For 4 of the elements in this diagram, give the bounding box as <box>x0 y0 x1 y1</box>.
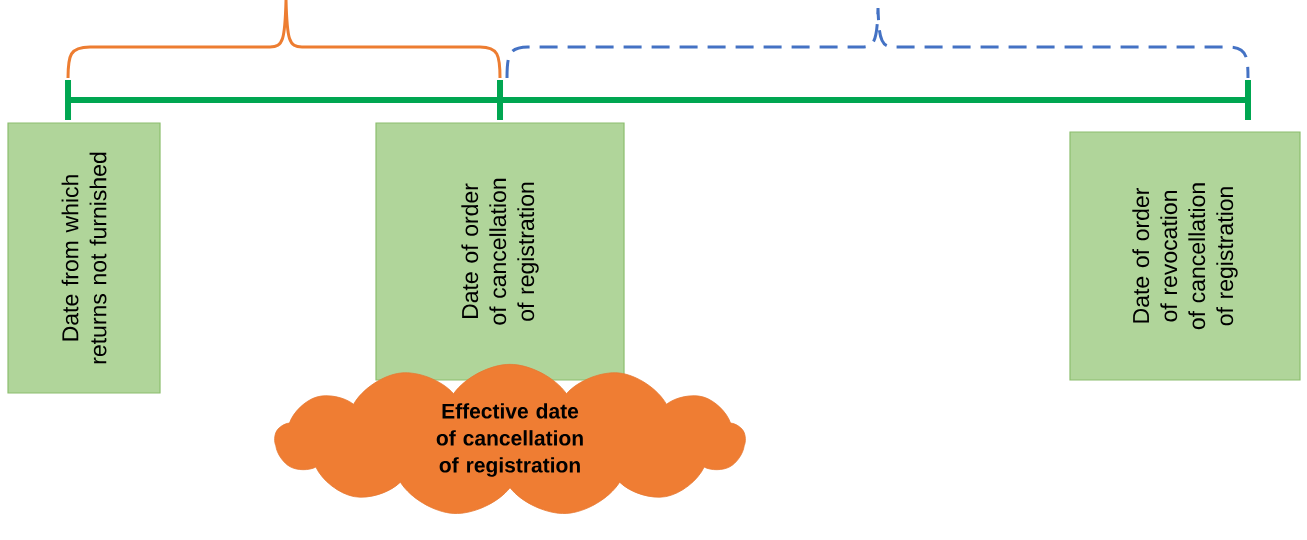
date-box: Date from which returns not furnished <box>7 122 161 394</box>
cloud: Effective date of cancellation of registration <box>274 363 746 514</box>
date-box: Date of order of cancellation of registration <box>375 122 625 381</box>
date-box: Date of order of revocation of cancellation of registration <box>1069 131 1301 381</box>
